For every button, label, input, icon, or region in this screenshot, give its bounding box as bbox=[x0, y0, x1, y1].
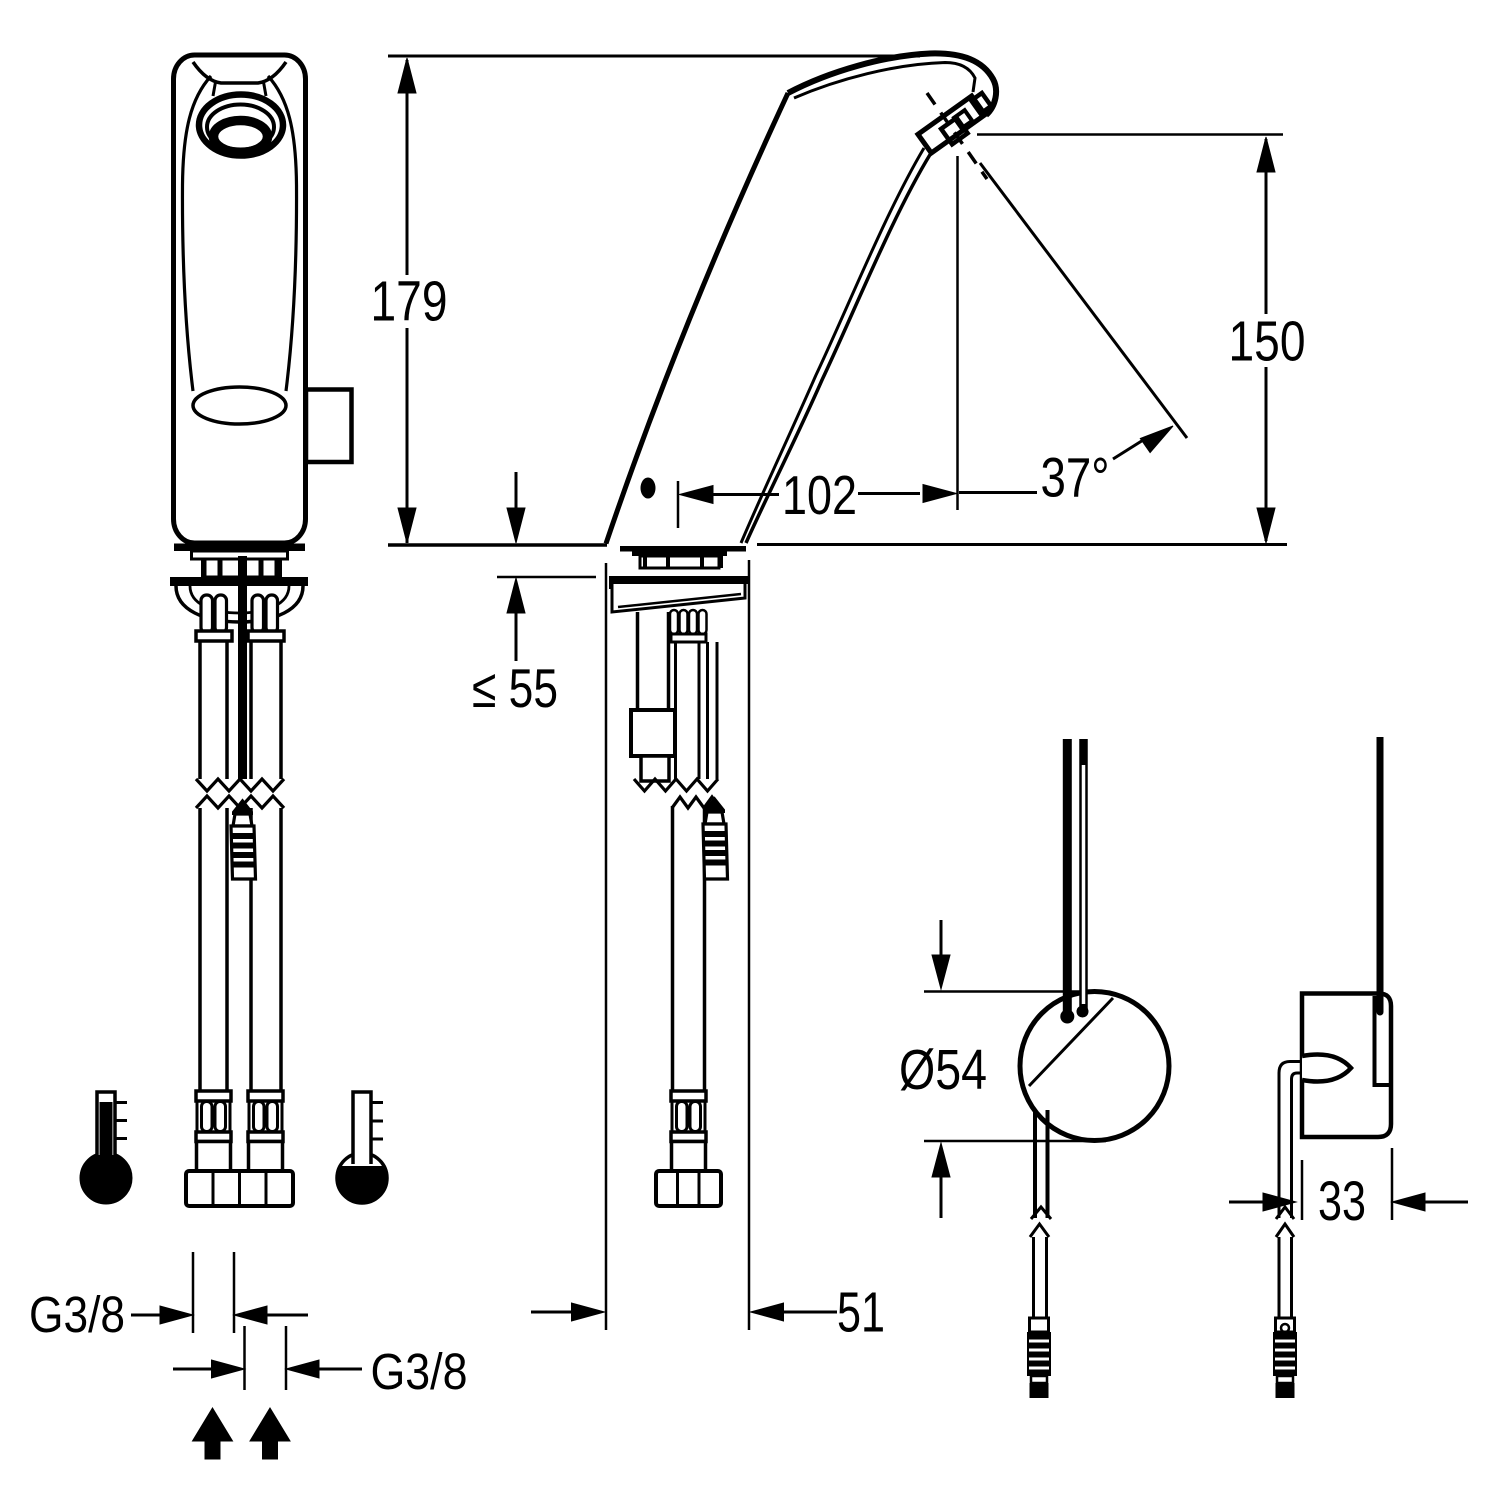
svg-text:Ø54: Ø54 bbox=[899, 1038, 987, 1102]
svg-text:G3/8: G3/8 bbox=[29, 1286, 125, 1343]
svg-text:179: 179 bbox=[371, 270, 448, 334]
svg-text:102: 102 bbox=[782, 464, 857, 526]
svg-text:≤ 55: ≤ 55 bbox=[472, 657, 558, 719]
svg-text:G3/8: G3/8 bbox=[371, 1343, 468, 1400]
svg-text:150: 150 bbox=[1229, 310, 1306, 374]
svg-text:33: 33 bbox=[1318, 1169, 1366, 1232]
svg-text:37°: 37° bbox=[1041, 446, 1110, 509]
svg-text:51: 51 bbox=[837, 1281, 885, 1345]
